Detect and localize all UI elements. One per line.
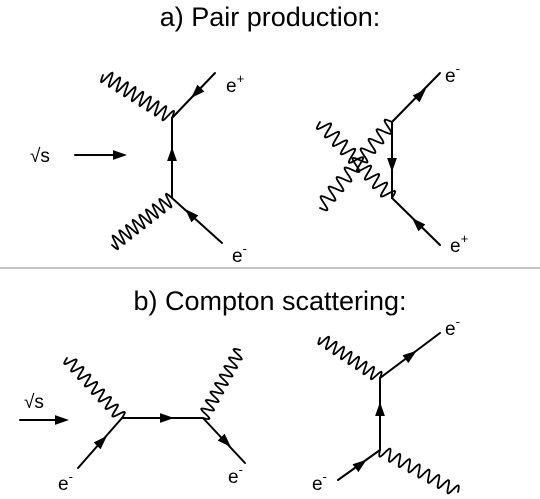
fermion-arrow: [352, 459, 367, 473]
section-b-title: b) Compton scattering:: [133, 286, 406, 316]
fermion-arrow: [185, 209, 199, 223]
fermion-arrow: [402, 350, 417, 364]
electron-label: e-: [58, 469, 73, 495]
photon-line: [378, 447, 460, 495]
photon-line: [315, 121, 397, 199]
sqrt-s-label: √s: [30, 146, 50, 167]
photon-line: [63, 357, 126, 419]
positron-label: e+: [226, 71, 244, 97]
pair-production-diagram-1: e+ e-: [100, 71, 247, 267]
fermion-arrow: [217, 433, 231, 447]
pair-production-diagram-2: e- e+: [315, 61, 468, 257]
fermion-arrow: [412, 89, 426, 103]
sqrt-s-label: √s: [24, 392, 44, 413]
photon-line: [317, 335, 383, 381]
photon-line: [319, 118, 393, 212]
electron-label: e-: [445, 314, 460, 340]
positron-label: e+: [450, 231, 468, 257]
positron-line: [391, 197, 441, 246]
compton-scattering-u-channel: e- e-: [312, 314, 460, 495]
fermion-arrow: [93, 436, 107, 450]
compton-scattering-s-channel: e- e-: [58, 348, 246, 495]
electron-label: e-: [228, 462, 243, 488]
electron-label: e-: [312, 469, 327, 495]
photon-line: [100, 71, 175, 122]
fermion-arrow: [412, 218, 426, 232]
positron-line: [171, 72, 216, 119]
electron-label: e-: [232, 241, 247, 267]
electron-line: [171, 197, 223, 244]
fermion-arrow: [191, 84, 205, 98]
section-a-title: a) Pair production:: [160, 2, 381, 32]
electron-label: e-: [445, 61, 460, 87]
electron-line: [391, 72, 441, 123]
photon-line: [200, 348, 243, 420]
photon-line: [111, 192, 173, 251]
